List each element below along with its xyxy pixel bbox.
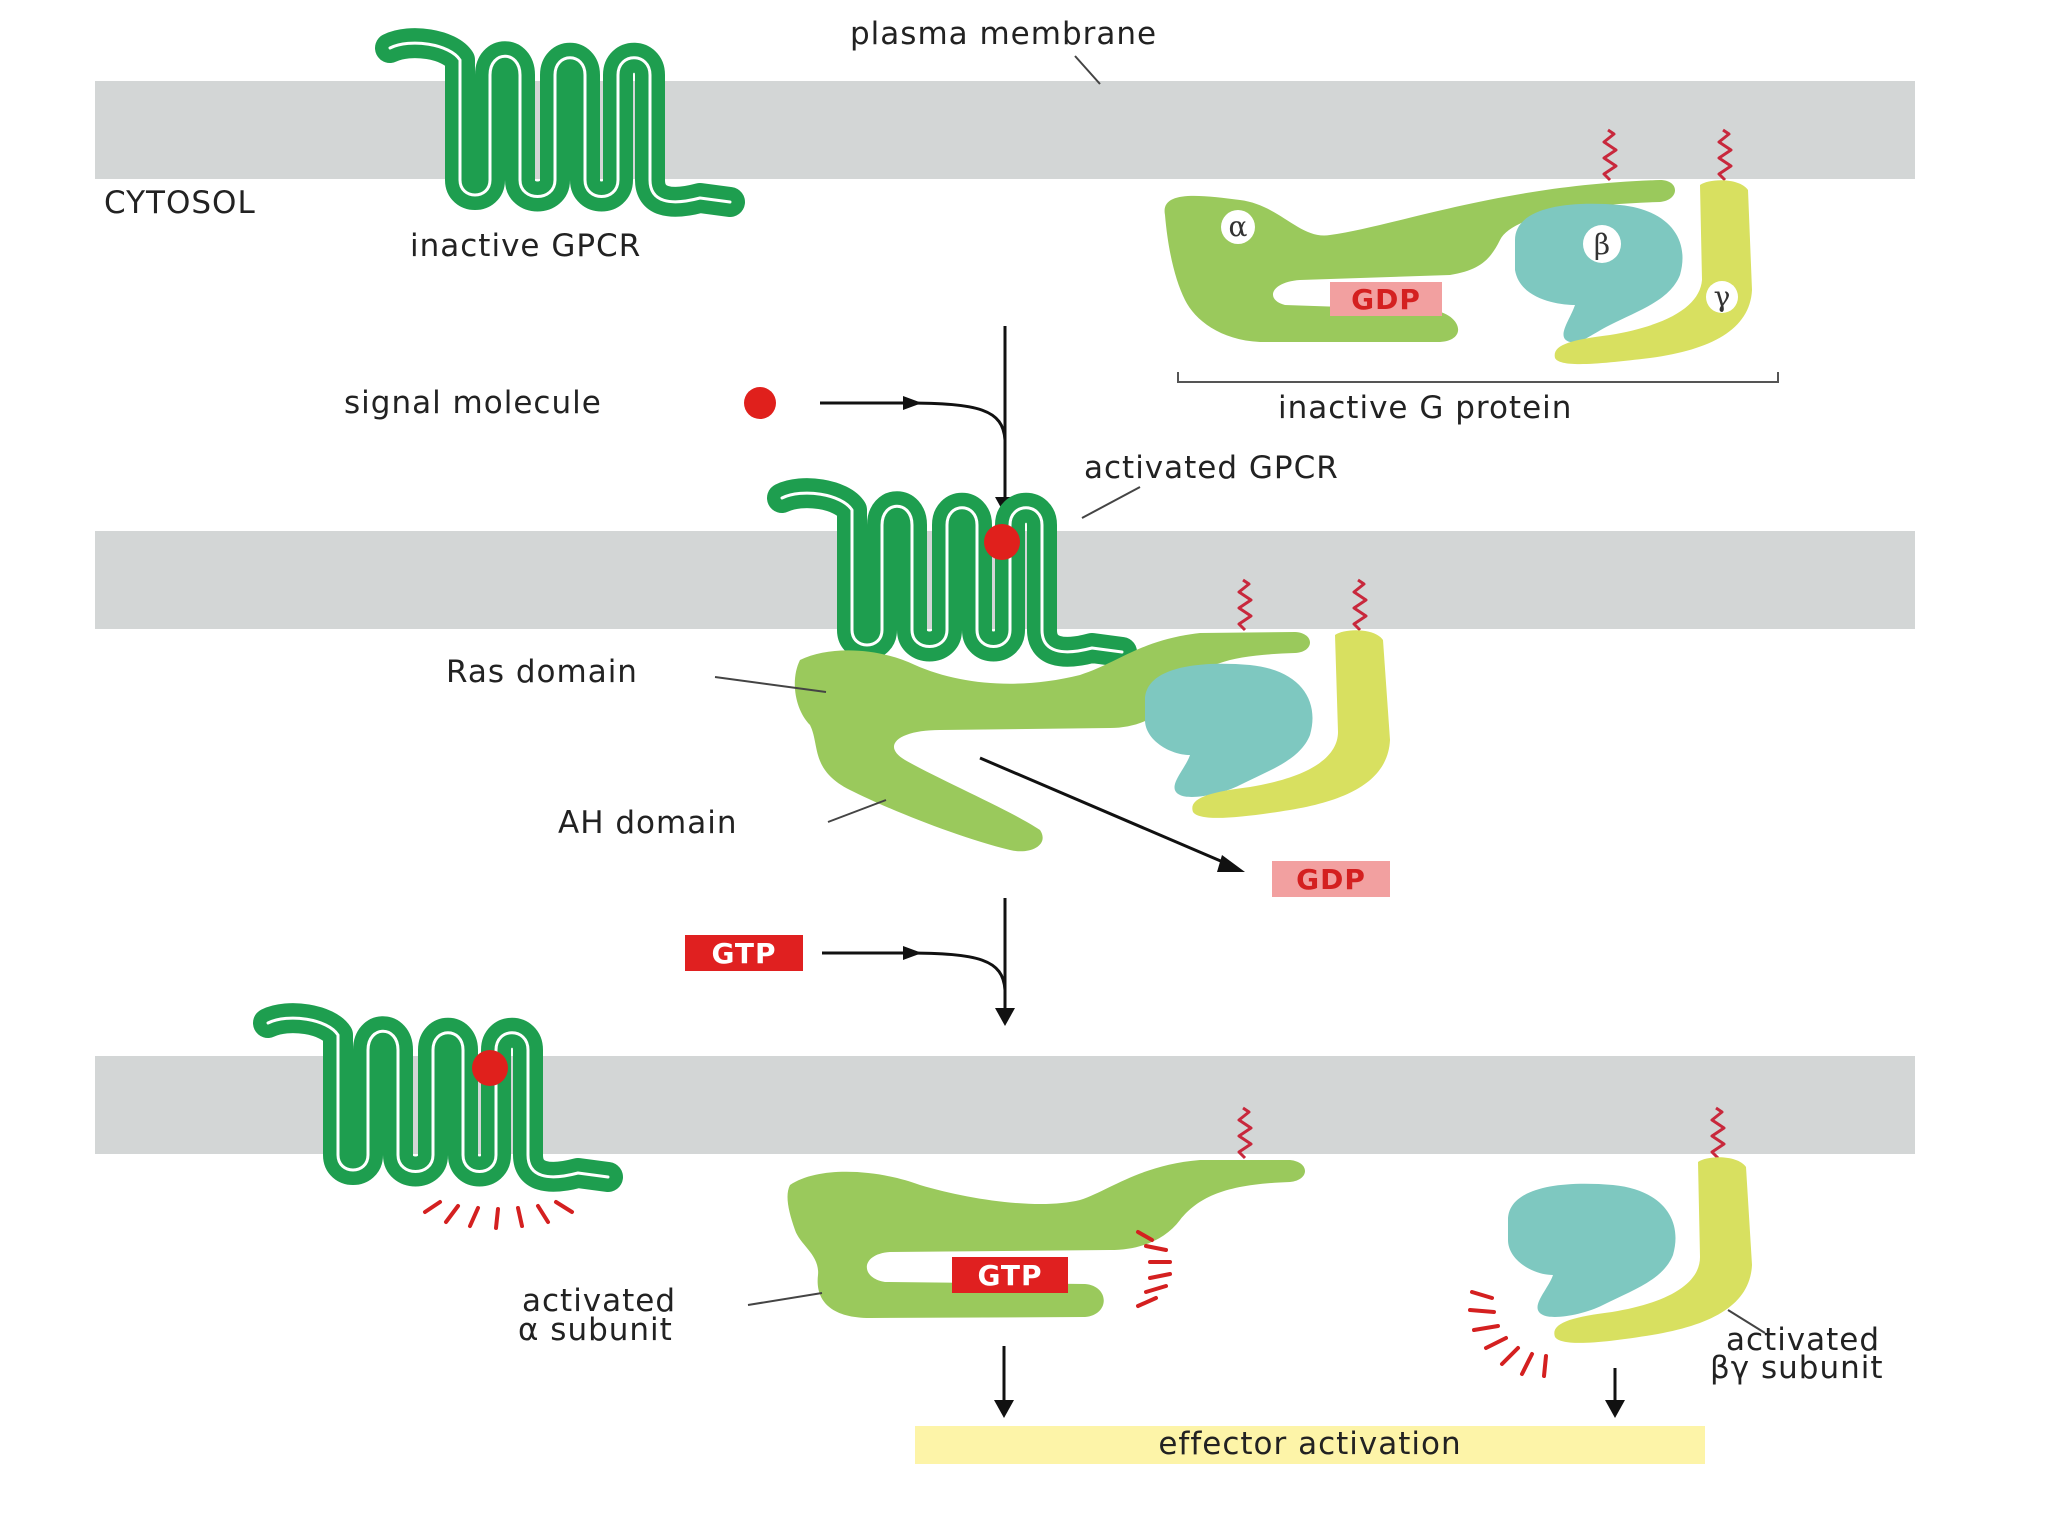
activated-bg-label-line1: activated bbox=[1726, 1322, 1880, 1358]
g-protein-bound-to-receptor bbox=[794, 578, 1390, 852]
gdp-release-arrow bbox=[979, 756, 1231, 867]
signal-molecule-dot bbox=[744, 387, 776, 419]
gtp-arrow-branch bbox=[822, 951, 1007, 991]
inactive-g-protein-bracket bbox=[1177, 372, 1779, 383]
activated-alpha-subunit: GTP bbox=[787, 1106, 1305, 1318]
activated-alpha-label-line1: activated bbox=[522, 1283, 676, 1319]
activated-beta-gamma-subunit bbox=[1468, 1106, 1752, 1378]
effector-arrow-alpha-head bbox=[994, 1400, 1014, 1418]
gtp-tag-bound bbox=[952, 1257, 1068, 1293]
gdp-tag-released-text: GDP bbox=[1296, 863, 1366, 896]
alpha-subunit-shape bbox=[1164, 180, 1675, 342]
beta-subunit-shape bbox=[1515, 203, 1683, 343]
effector-activation-bar bbox=[915, 1426, 1705, 1464]
gtp-tag-entering bbox=[685, 935, 803, 971]
beta-symbol: β bbox=[1594, 228, 1610, 261]
gtp-arrow-branch-head bbox=[903, 946, 922, 960]
effector-arrow-bg-head bbox=[1605, 1400, 1625, 1418]
bound-signal-molecule bbox=[984, 524, 1020, 560]
alpha-subunit-badge bbox=[1221, 210, 1255, 244]
gtp-tag-entering-text: GTP bbox=[711, 937, 776, 970]
inactive-g-protein: α β γ GDP bbox=[1164, 128, 1752, 365]
gamma-symbol: γ bbox=[1714, 280, 1731, 313]
bound-signal-molecule-final bbox=[472, 1050, 508, 1086]
effector-activation-label: effector activation bbox=[1158, 1426, 1461, 1462]
gamma-subunit-badge bbox=[1706, 281, 1738, 313]
signal-arrow-branch bbox=[820, 401, 1007, 441]
activated-bg-label-line2: βγ subunit bbox=[1710, 1350, 1884, 1386]
gdp-tag-bound bbox=[1330, 282, 1442, 316]
activated-alpha-label-line2: α subunit bbox=[518, 1312, 673, 1348]
signal-arrow-branch-head bbox=[903, 396, 922, 410]
gtp-tag-bound-text: GTP bbox=[977, 1259, 1042, 1292]
alpha-activation-rays bbox=[1136, 1230, 1172, 1308]
beta-subunit-badge bbox=[1583, 225, 1621, 263]
plasma-membrane-label: plasma membrane bbox=[850, 16, 1157, 52]
step-arrow-2-head bbox=[995, 1008, 1015, 1026]
gdp-tag-bound-text: GDP bbox=[1351, 283, 1421, 316]
ah-domain-label: AH domain bbox=[558, 805, 737, 841]
beta-subunit-shape bbox=[1145, 663, 1313, 797]
alpha-symbol: α bbox=[1229, 210, 1248, 243]
receptor-activation-rays bbox=[423, 1200, 574, 1230]
signal-molecule-label: signal molecule bbox=[344, 385, 602, 421]
ras-domain-label: Ras domain bbox=[446, 654, 638, 690]
cytosol-label: CYTOSOL bbox=[104, 185, 256, 221]
gdp-release-arrow-head bbox=[1217, 855, 1245, 872]
activated-gpcr-leader bbox=[1081, 486, 1141, 519]
beta-subunit-shape bbox=[1508, 1183, 1676, 1317]
activated-bg-leader bbox=[1727, 1309, 1766, 1334]
beta-gamma-activation-rays bbox=[1468, 1290, 1548, 1378]
activated-gpcr-label: activated GPCR bbox=[1084, 450, 1339, 486]
ah-domain-leader bbox=[827, 799, 887, 823]
inactive-gpcr-label: inactive GPCR bbox=[410, 228, 641, 264]
inactive-g-protein-label: inactive G protein bbox=[1278, 390, 1572, 426]
gamma-subunit-shape bbox=[1192, 630, 1390, 818]
ras-domain-leader bbox=[714, 676, 827, 693]
membrane-top bbox=[95, 81, 1915, 179]
gamma-subunit-shape bbox=[1554, 1157, 1752, 1343]
gdp-tag-released bbox=[1272, 861, 1390, 897]
gamma-subunit-shape bbox=[1554, 180, 1752, 365]
plasma-membrane-leader bbox=[1074, 55, 1101, 85]
activated-alpha-leader bbox=[747, 1292, 823, 1306]
activated-alpha-shape bbox=[787, 1160, 1305, 1318]
